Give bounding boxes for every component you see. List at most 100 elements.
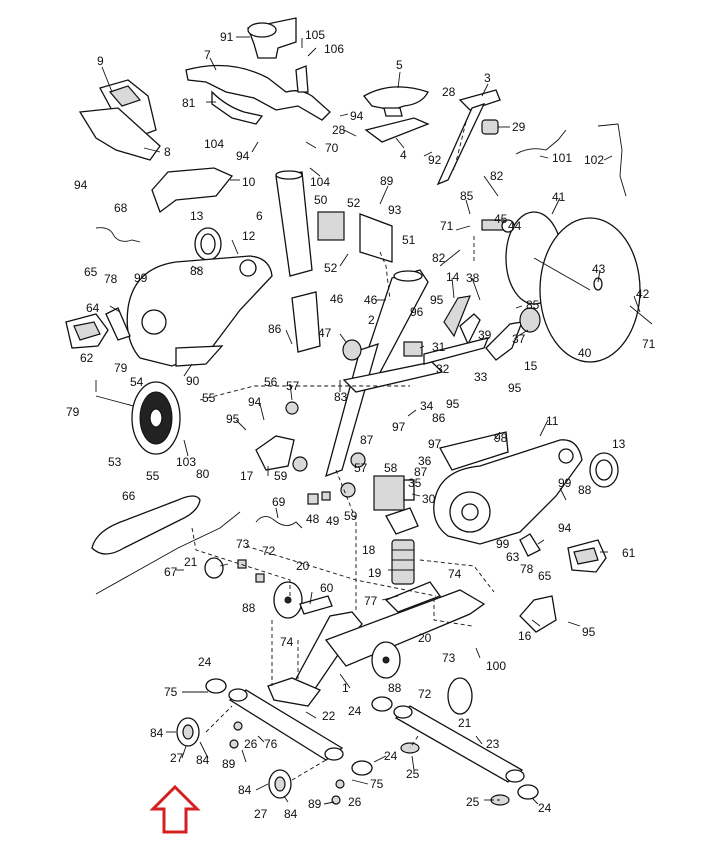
callout-2: 2 (368, 313, 375, 327)
callout-26: 26 (244, 737, 258, 751)
callout-71: 71 (642, 337, 656, 351)
part-pedal-62 (65, 313, 109, 349)
part-bracket-51 (359, 213, 393, 263)
callout-86: 86 (268, 322, 282, 336)
callout-84: 84 (284, 807, 298, 821)
part-72a (255, 573, 265, 583)
part-49 (321, 491, 331, 501)
callout-95: 95 (446, 397, 460, 411)
part-ring-21a (204, 557, 224, 579)
callout-41: 41 (552, 190, 566, 204)
part-plate-32 (342, 361, 444, 393)
part-bearing-57b (350, 452, 366, 468)
callout-27: 27 (254, 807, 268, 821)
callout-9: 9 (97, 54, 104, 68)
callout-55: 55 (146, 469, 160, 483)
part-lever-39 (459, 313, 481, 346)
callout-15: 15 (524, 359, 538, 373)
part-cap-24d (517, 784, 539, 800)
callout-94: 94 (350, 109, 364, 123)
callout-67: 67 (164, 565, 178, 579)
part-bearing-47 (342, 339, 362, 361)
part-disc-27a (176, 717, 200, 747)
callout-76: 76 (264, 737, 278, 751)
callout-79: 79 (114, 361, 128, 375)
callout-13: 13 (190, 209, 204, 223)
callout-59: 59 (274, 469, 288, 483)
callout-29: 29 (512, 120, 526, 134)
callout-28: 28 (332, 123, 346, 137)
callout-6: 6 (256, 209, 263, 223)
callout-96: 96 (410, 305, 424, 319)
callout-84: 84 (196, 753, 210, 767)
callout-24: 24 (198, 655, 212, 669)
callout-24: 24 (538, 801, 552, 815)
callout-92: 92 (428, 153, 442, 167)
part-rear-stabilizer (393, 705, 525, 783)
part-ring-21b (447, 677, 473, 715)
callout-14: 14 (446, 270, 460, 284)
part-bearing-57a (285, 401, 299, 415)
callout-25: 25 (406, 767, 420, 781)
part-brake-31 (403, 341, 423, 357)
part-cap-24c (351, 760, 373, 776)
callout-11: 11 (546, 414, 559, 428)
part-right-shield (433, 439, 583, 545)
callout-77: 77 (364, 594, 378, 608)
callout-34: 34 (420, 399, 434, 413)
callout-105: 105 (305, 28, 325, 42)
callout-23: 23 (486, 737, 500, 751)
callout-106: 106 (324, 42, 344, 56)
callout-88: 88 (242, 601, 256, 615)
callout-21: 21 (184, 555, 198, 569)
callout-93: 93 (388, 203, 402, 217)
callout-101: 101 (552, 151, 572, 165)
part-left-shield (126, 255, 273, 367)
assembly-lines (191, 236, 500, 801)
callout-81: 81 (182, 96, 196, 110)
part-bearing-59b (340, 482, 356, 498)
callout-69: 69 (272, 495, 286, 509)
callout-90: 90 (186, 374, 200, 388)
part-cover-17 (255, 435, 295, 471)
callout-73: 73 (236, 537, 250, 551)
callout-65: 65 (84, 265, 98, 279)
callout-37: 37 (512, 332, 526, 346)
callout-89: 89 (380, 174, 394, 188)
callout-54: 54 (130, 375, 144, 389)
part-89a (229, 739, 239, 749)
callout-94: 94 (74, 178, 88, 192)
part-tube-46a (291, 291, 321, 353)
part-disc-20b (371, 641, 401, 679)
callout-53: 53 (108, 455, 122, 469)
callout-19: 19 (368, 566, 382, 580)
callout-83: 83 (334, 390, 348, 404)
callout-80: 80 (196, 467, 210, 481)
callout-87: 87 (360, 433, 374, 447)
callout-71: 71 (440, 219, 454, 233)
callout-labels: 91 105 106 9 7 5 3 28 81 94 28 29 104 8 … (66, 28, 656, 821)
callout-1: 1 (342, 681, 349, 695)
callout-38: 38 (466, 271, 480, 285)
callout-99: 99 (558, 476, 572, 490)
callout-10: 10 (242, 175, 256, 189)
callout-46: 46 (330, 292, 344, 306)
callout-44: 44 (508, 219, 522, 233)
callout-68: 68 (114, 201, 128, 215)
part-bracket-50 (317, 211, 345, 241)
part-belt-66 (91, 495, 201, 555)
callout-51: 51 (402, 233, 416, 247)
part-73a (237, 559, 247, 569)
part-26a (233, 721, 243, 731)
callout-61: 61 (622, 546, 636, 560)
part-knob (481, 119, 510, 135)
callout-12: 12 (242, 229, 256, 243)
callout-46: 46 (364, 293, 378, 307)
callout-84: 84 (238, 783, 252, 797)
callout-88: 88 (578, 483, 592, 497)
callout-5: 5 (396, 58, 403, 72)
part-bearing-13b (589, 452, 619, 488)
callout-24: 24 (384, 749, 398, 763)
part-motor-30 (373, 475, 415, 511)
